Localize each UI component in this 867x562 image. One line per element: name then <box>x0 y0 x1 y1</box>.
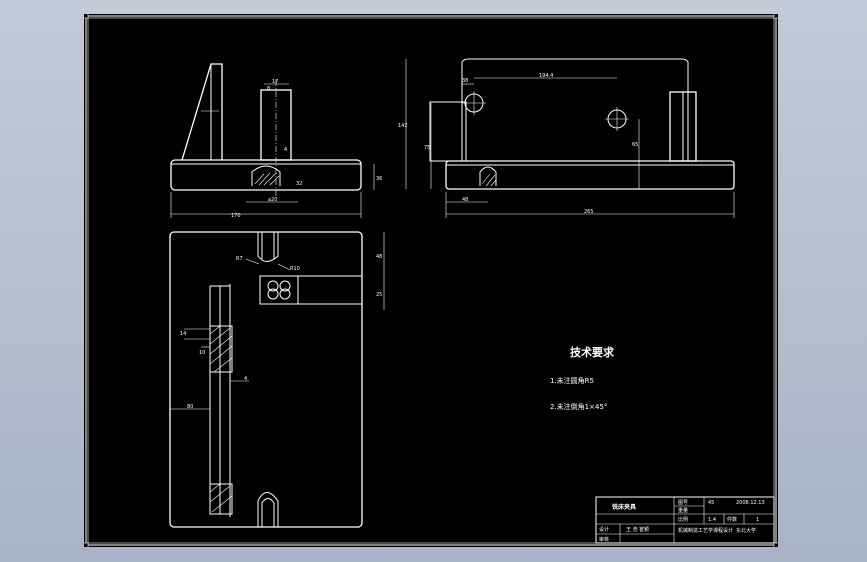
title-count: 1 <box>756 517 759 523</box>
dim-front-bottom-left: 48 <box>462 197 468 203</box>
dim-front-h1: 75 <box>424 145 430 151</box>
title-design-label: 设计 <box>599 526 609 533</box>
notes-line-1: 1.未注圆角R5 <box>550 376 594 385</box>
dim-plan-height-mid: 25 <box>376 292 382 298</box>
title-ratio: 1:4 <box>708 517 716 523</box>
dim-plan-left: 80 <box>187 404 193 410</box>
corner-marker-tl <box>84 14 89 19</box>
dim-front-h2: 65 <box>632 142 638 148</box>
plan-view: 14 10 80 4 48 25 R7 R10 <box>169 231 385 528</box>
cad-drawing: 170 17 8 36 32 4 ⌀20 <box>84 14 778 547</box>
title-name: 铣床夹具 <box>612 503 636 511</box>
dim-plan-r1: R7 <box>236 256 243 262</box>
dim-plan-side: 4 <box>244 376 247 382</box>
title-check-label: 审核 <box>599 536 609 543</box>
dim-side-small2: 8 <box>267 86 270 92</box>
title-scale-label: 图号 <box>678 500 688 506</box>
title-material: 45 <box>708 500 714 506</box>
dim-side-width: 170 <box>231 213 241 219</box>
dim-plan-r2: R10 <box>290 266 300 272</box>
dim-front-hole-distance: 194.4 <box>539 73 553 79</box>
dim-front-edge: 38 <box>462 78 468 84</box>
dim-side-small: 4 <box>284 147 287 153</box>
notes-line-2: 2.未注倒角1×45° <box>550 402 607 411</box>
dim-front-height: 142 <box>398 123 408 129</box>
side-view: 170 17 8 36 32 4 ⌀20 <box>170 63 382 219</box>
outer-border <box>85 15 777 546</box>
dim-plan-height-top: 48 <box>376 254 382 260</box>
corner-marker-tr <box>773 14 778 19</box>
title-designer: 王 浩 崔颖 <box>626 526 649 533</box>
dim-plan-small-a: 14 <box>180 331 186 337</box>
corner-marker-br <box>773 542 778 547</box>
dim-side-height: 36 <box>376 176 382 182</box>
front-view: 142 194.4 38 75 65 48 265 <box>398 58 735 218</box>
notes-heading: 技术要求 <box>570 345 615 359</box>
dim-front-bottom-width: 265 <box>584 209 594 215</box>
title-school-2: 东北大学 <box>736 527 756 534</box>
title-sheet-label: 重量 <box>678 507 688 514</box>
title-block: 铣床夹具 图号 45 2008.12.13 比例 1:4 件数 1 设计 王 浩… <box>595 496 775 544</box>
dim-plan-small-b: 10 <box>199 350 205 356</box>
inner-border <box>87 17 775 544</box>
dim-side-offset: 32 <box>296 181 302 187</box>
corner-marker-bl <box>84 542 89 547</box>
title-drawing-no: 2008.12.13 <box>736 500 765 506</box>
title-ratio-label: 比例 <box>678 516 688 523</box>
dim-side-hole: ⌀20 <box>268 197 277 203</box>
dim-side-slot: 17 <box>272 79 278 85</box>
title-school: 机械制造工艺学课程设计 <box>678 527 733 534</box>
title-count-label: 件数 <box>727 516 737 523</box>
drawing-sheet: 170 17 8 36 32 4 ⌀20 <box>84 14 778 547</box>
